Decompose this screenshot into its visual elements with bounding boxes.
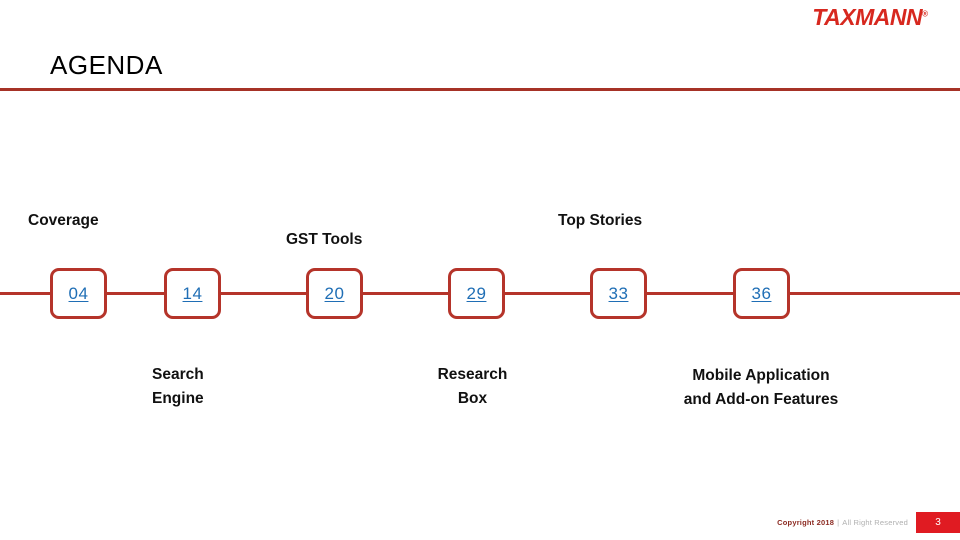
timeline-node-number[interactable]: 33 [608, 283, 629, 303]
timeline-node-number[interactable]: 36 [751, 283, 772, 303]
timeline-node-04[interactable]: 04 [50, 268, 107, 319]
registered-mark-icon: ® [922, 9, 928, 19]
agenda-label-research-box: Research Box [437, 366, 508, 408]
timeline-node-number[interactable]: 20 [324, 283, 345, 303]
timeline-node-number[interactable]: 29 [466, 283, 487, 303]
agenda-label-gst-tools: GST Tools [286, 231, 363, 248]
taxmann-logo: TAXMANN® [812, 6, 928, 29]
timeline-node-29[interactable]: 29 [448, 268, 505, 319]
timeline-node-number[interactable]: 14 [182, 283, 203, 303]
footer-rights-text: All Right Reserved [842, 518, 908, 527]
agenda-label-coverage: Coverage [28, 212, 99, 229]
footer-copyright: Copyright 2018 | All Right Reserved [777, 512, 916, 533]
timeline-node-number[interactable]: 04 [68, 283, 89, 303]
page-title: AGENDA [50, 50, 163, 80]
agenda-label-top-stories: Top Stories [558, 212, 643, 229]
title-divider [0, 88, 960, 91]
agenda-label-search-engine: Search Engine [152, 366, 204, 408]
timeline-node-36[interactable]: 36 [733, 268, 790, 319]
agenda-label-mobile-application: Mobile Application and Add-on Features [683, 367, 839, 409]
footer-copyright-text: Copyright 2018 [777, 518, 835, 527]
footer-separator: | [837, 518, 840, 527]
timeline-node-33[interactable]: 33 [590, 268, 647, 319]
timeline-node-20[interactable]: 20 [306, 268, 363, 319]
timeline-node-14[interactable]: 14 [164, 268, 221, 319]
footer: Copyright 2018 | All Right Reserved 3 [777, 512, 960, 533]
brand-wordmark: TAXMANN [812, 4, 923, 30]
page-number-badge: 3 [916, 512, 960, 533]
